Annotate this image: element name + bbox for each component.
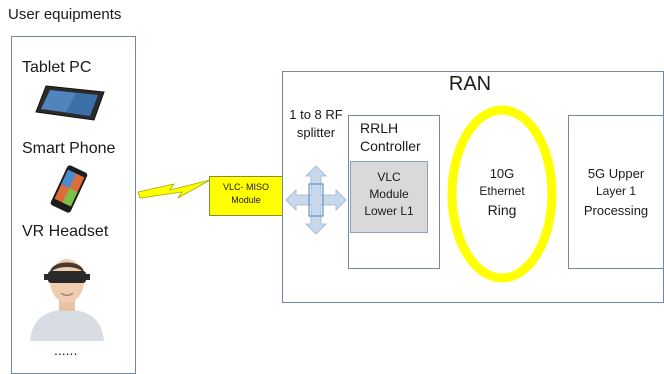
device-label-tablet: Tablet PC (22, 59, 92, 76)
device-label-vr: VR Headset (22, 223, 109, 240)
vr-headset-person-icon (30, 259, 104, 341)
ring-line1: 10G (489, 166, 515, 181)
vlc-miso-module (209, 176, 283, 216)
vlc-module-line2: Module (369, 187, 409, 201)
vlc-module-lower-l1 (350, 161, 428, 233)
ethernet-ring (447, 105, 557, 283)
rrlh-line2: Controller (360, 138, 421, 154)
upper-l1-processing (568, 115, 664, 269)
smartphone-icon (50, 165, 88, 213)
splitter-line2: splitter (296, 125, 336, 140)
upper-line2: Layer 1 (595, 184, 637, 198)
device-label-phone: Smart Phone (22, 140, 116, 157)
ring-line3: Ring (487, 202, 517, 218)
upper-line1: 5G Upper (587, 166, 645, 181)
ring-line2: Ethernet (479, 184, 525, 198)
ran-title: RAN (448, 73, 492, 95)
vlc-module-line1: VLC (377, 170, 401, 184)
vlc-module-line3: Lower L1 (364, 204, 414, 218)
vlc-miso-line2: Module (231, 195, 261, 205)
more-devices: ...... (54, 342, 78, 358)
rrlh-line1: RRLH (360, 120, 399, 136)
splitter-line1: 1 to 8 RF (289, 107, 343, 122)
upper-line3: Processing (583, 203, 649, 218)
tablet-icon (35, 85, 105, 121)
vlc-miso-line1: VLC- MISO (222, 182, 269, 192)
vlc-link-lightning (137, 179, 211, 199)
rf-splitter-arrow-icon (285, 165, 347, 235)
ue-title: User equipments (8, 6, 122, 23)
